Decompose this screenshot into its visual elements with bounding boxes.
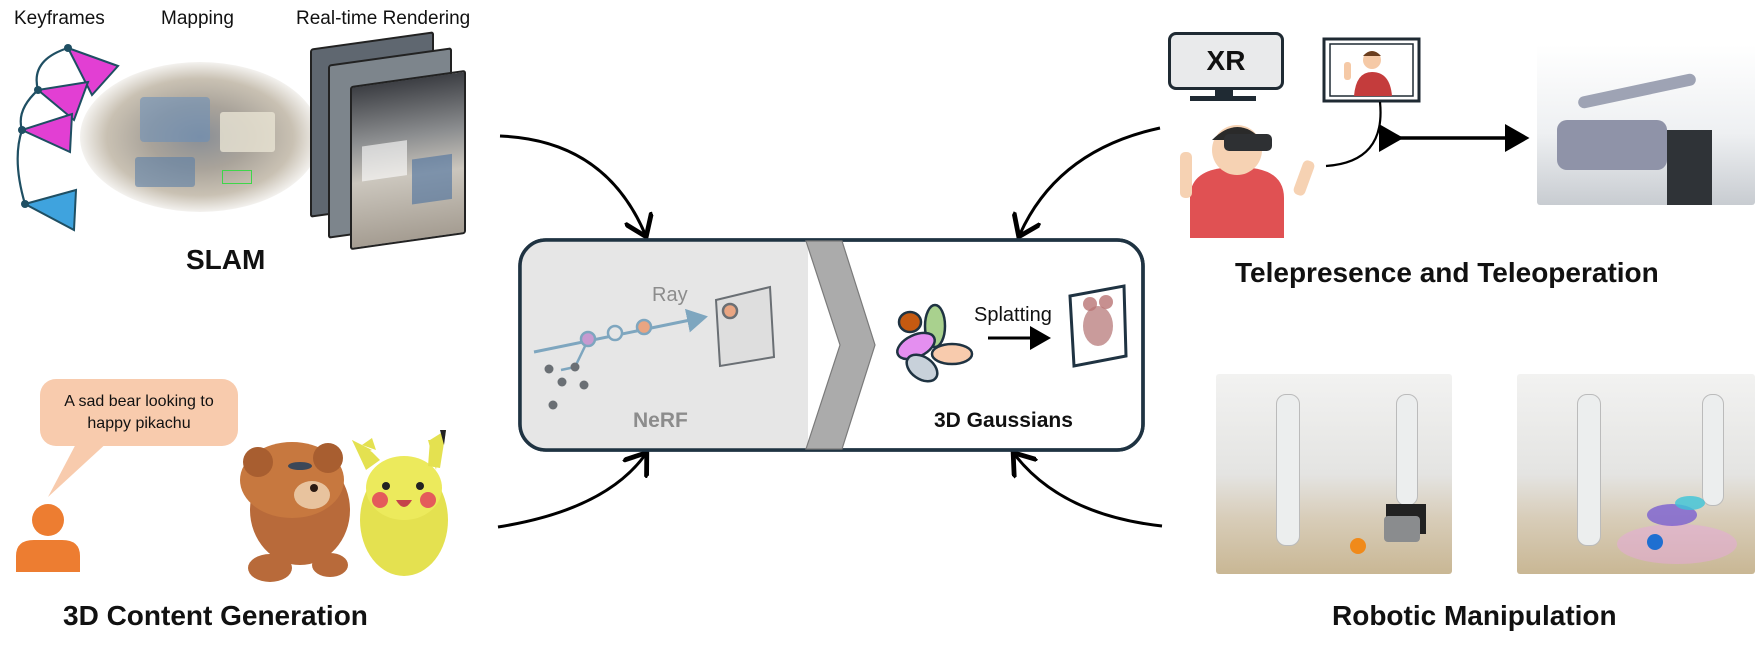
prompt-bubble-tail	[48, 440, 110, 497]
mapping-label: Mapping	[161, 8, 234, 29]
telepresence-title: Telepresence and Teleoperation	[1235, 257, 1659, 288]
cable-line	[1325, 101, 1382, 168]
nerf-label: NeRF	[633, 409, 688, 432]
xr-monitor-screen: XR	[1168, 32, 1284, 90]
ray-sample-3	[635, 318, 653, 336]
quadruped-robot-photo	[1537, 45, 1755, 205]
gaussians-label: 3D Gaussians	[934, 409, 1073, 432]
ray-sample-2	[606, 324, 624, 342]
image-plane	[714, 285, 776, 368]
remote-person-screen	[1322, 37, 1421, 103]
manipulation-photo-left	[1216, 374, 1452, 574]
manipulation-title: Robotic Manipulation	[1332, 600, 1617, 631]
prompt-text: A sad bear looking to happy pikachu	[64, 392, 214, 432]
slam-title: SLAM	[186, 244, 266, 275]
splatting-label: Splatting	[974, 304, 1052, 326]
ray-sample-1	[579, 330, 597, 348]
content-generation-title: 3D Content Generation	[63, 600, 368, 631]
prompt-bubble: A sad bear looking to happy pikachu	[40, 379, 238, 446]
pikachu-figure	[352, 430, 448, 576]
arrow-manipulation-to-center	[1015, 455, 1163, 528]
teddy-bear-figure	[240, 442, 350, 582]
keyframe-triangle-4	[22, 188, 78, 232]
center-panel	[518, 238, 1145, 452]
nerf-panel-bg	[521, 241, 808, 449]
manipulation-photo-right	[1517, 374, 1755, 574]
arrow-slam-to-center	[499, 134, 645, 234]
keyframe-pose-graph	[16, 44, 120, 232]
user-person-icon	[16, 504, 80, 572]
ray-label: Ray	[652, 284, 688, 306]
keyframe-triangle-3	[19, 112, 74, 154]
keyframes-label: Keyframes	[14, 8, 105, 29]
xr-monitor-stand	[1190, 88, 1256, 101]
mapping-photo	[80, 62, 320, 212]
rendering-label: Real-time Rendering	[296, 8, 471, 29]
vr-user-icon	[1180, 125, 1315, 238]
arrow-telepresence-to-center	[1020, 126, 1161, 234]
xr-label: XR	[1206, 45, 1246, 76]
keyframe-triangle-1	[65, 46, 120, 97]
gaussians-illustration	[896, 284, 1128, 383]
nerf-illustration	[533, 285, 776, 410]
chevron-divider	[805, 240, 876, 450]
keyframe-triangle-2	[35, 80, 90, 122]
arrow-generation-to-center	[497, 455, 645, 529]
